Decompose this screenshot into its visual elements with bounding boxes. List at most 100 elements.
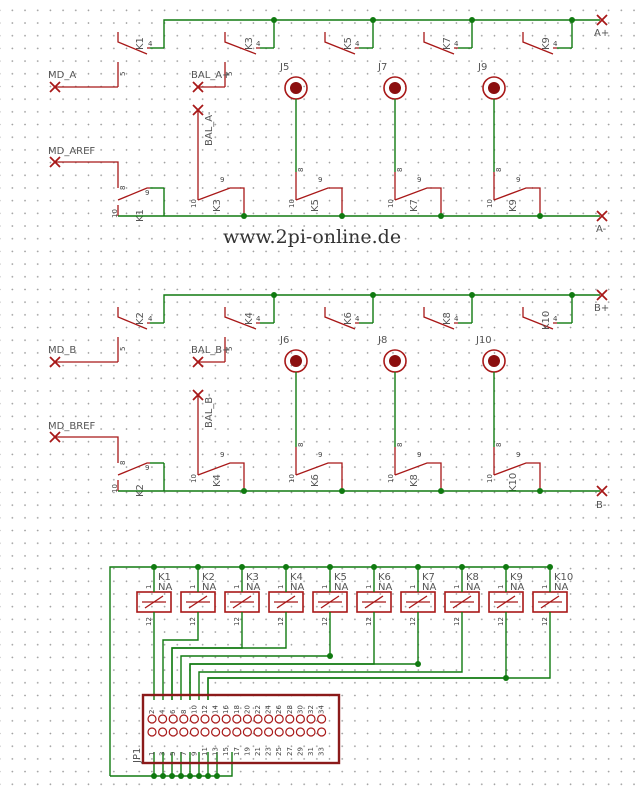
relay-top-k2: K2 4 5 [117,307,153,355]
jp1-pin-odd: 7 [180,752,188,756]
jp1-pad-even [285,714,295,724]
svg-text:4: 4 [454,40,459,48]
jp1-pin-odd: 15 [222,747,230,756]
net-label-a-plus: A+ [594,28,609,39]
svg-text:K7: K7 [442,37,453,50]
jp1-pin-even: 4 [159,709,167,714]
jp1-pad-even [221,714,231,724]
jp1-pad-odd [147,727,157,737]
jp1-pad-even [211,714,221,724]
svg-text:K9: K9 [508,199,519,212]
jp1-pad-even [147,714,157,724]
net-label-bal-a-plus: BAL_A+ [191,70,231,81]
relay-bottom-k6: K6 8 9 10 [288,443,343,491]
coil-type: NA [510,582,524,593]
svg-text:10: 10 [288,474,296,483]
coil-pin-1: 1 [145,585,153,589]
net-label-bal-b-minus: BAL_B- [204,393,215,428]
svg-text:10: 10 [387,199,395,208]
svg-text:5: 5 [119,72,127,76]
jp1-pin-odd: 1 [148,752,156,756]
jp1-pin-even: 24 [265,705,273,714]
jp1-pad-odd [306,727,316,737]
jp1-pad-even [264,714,274,724]
jp1-pin-odd: 13 [212,747,220,756]
svg-text:K10: K10 [541,311,552,330]
svg-text:K3: K3 [244,37,255,50]
svg-text:J8: J8 [377,335,387,346]
jp1-pin-odd: 29 [296,747,304,756]
jp1-pin-even: 26 [275,705,283,714]
jp1-pin-odd: 5 [169,752,177,756]
coil-type: NA [202,582,216,593]
relay-bottom-k10: K10 8 9 10 [486,443,541,492]
coil-type: NA [290,582,304,593]
coil-pin-12: 12 [453,617,461,626]
svg-text:9: 9 [417,451,421,459]
return-bus [110,752,233,777]
jp1-pad-even [179,714,189,724]
jp1-pin-odd: 9 [190,752,198,756]
jp1-pin-even: 32 [307,705,315,714]
net-label-b-minus: B- [596,500,607,511]
connector-jp1: JP1 214365871091211141316151817201922212… [132,693,341,765]
jp1-pin-even: 6 [169,709,177,714]
coil-pin-1: 1 [321,585,329,589]
svg-text:K4: K4 [212,474,223,487]
net-label-md-a: MD_A [48,70,76,81]
svg-text:J6: J6 [279,335,289,346]
jp1-pin-odd: 33 [318,747,326,756]
svg-text:K7: K7 [409,199,420,212]
coil-pin-12: 12 [321,617,329,626]
coil-type: NA [334,582,348,593]
coil-pin-1: 1 [409,585,417,589]
jp1-pad-odd [295,727,305,737]
jp1-pad-odd [168,727,178,737]
coil-wire [189,628,419,700]
svg-text:4: 4 [355,315,360,323]
jp1-pin-even: 14 [212,705,220,714]
coil-name: K9 [510,572,523,583]
jp1-pin-odd: 31 [307,747,315,756]
svg-text:10: 10 [190,199,198,208]
svg-text:9: 9 [145,189,149,197]
jp1-pad-even [306,714,316,724]
jp1-pin-even: 12 [201,705,209,714]
svg-text:5: 5 [226,347,234,351]
jp1-pad-even [242,714,252,724]
coil-pin-12: 12 [541,617,549,626]
coil-pin-12: 12 [365,617,373,626]
svg-text:9: 9 [318,451,322,459]
coil-type: NA [466,582,480,593]
jp1-pin-even: 30 [296,705,304,714]
coil-name: K3 [246,572,259,583]
relay-top-k7: K7 4 [423,32,459,55]
section-b: B+ K2 4 5 K4 4 K6 4 K8 4 K10 4 [48,289,609,511]
svg-text:K6: K6 [343,312,354,325]
svg-text:4: 4 [256,40,261,48]
jp1-pad-odd [285,727,295,737]
coil-pin-1: 1 [497,585,505,589]
coil-name: K6 [378,572,391,583]
svg-text:4: 4 [553,40,558,48]
svg-text:10: 10 [486,199,494,208]
relay-bottom-k4: K4 9 10 [190,451,245,491]
jack-j5: J5 [279,62,308,172]
svg-text:J9: J9 [477,62,487,73]
jp1-pad-odd [211,727,221,737]
jp1-pad-odd [274,727,284,737]
coil-pin-12: 12 [277,617,285,626]
svg-text:JP1: JP1 [132,748,143,764]
coil-pin-1: 1 [541,585,549,589]
net-label-md-b: MD_B [48,345,76,356]
svg-text:K9: K9 [541,37,552,50]
svg-text:4: 4 [553,315,558,323]
jp1-pin-odd: 17 [233,747,241,756]
svg-text:4: 4 [355,40,360,48]
jack-j8: J8 [377,335,407,447]
